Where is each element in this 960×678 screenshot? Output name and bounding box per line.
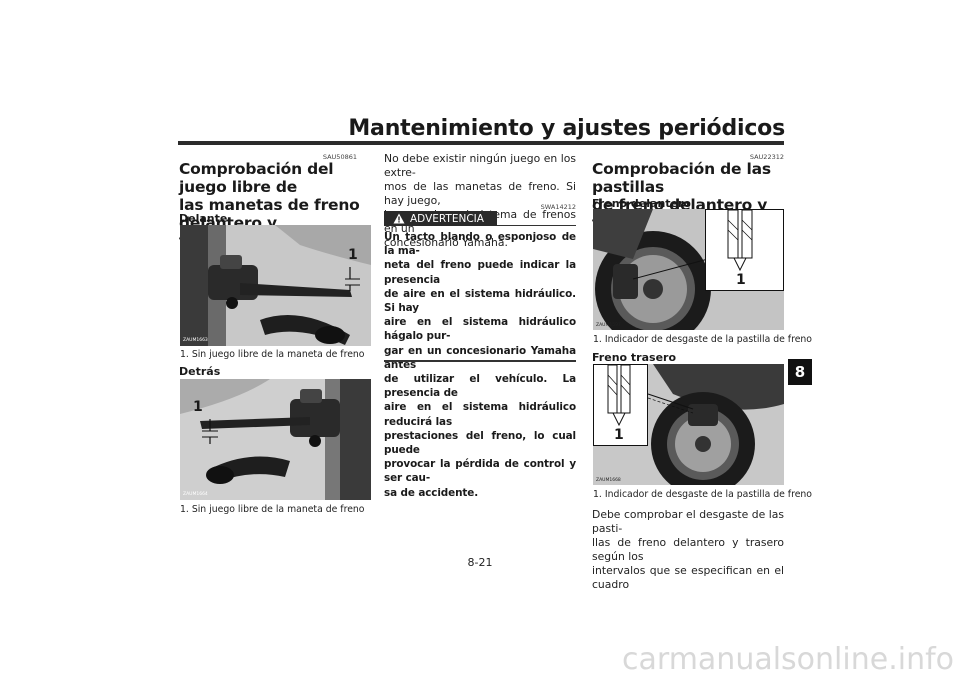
detail-inset: 1 xyxy=(593,364,648,446)
text-line: No debe existir ningún juego en los extr… xyxy=(384,152,576,179)
detail-inset: 1 xyxy=(705,209,784,291)
callout-number: 1 xyxy=(736,272,746,288)
text-line: mos de las manetas de freno. Si hay jueg… xyxy=(384,180,576,207)
callout-number: 1 xyxy=(614,427,624,443)
warning-label: ADVERTENCIA xyxy=(410,212,484,225)
warning-end-rule xyxy=(384,360,576,362)
front-brake-lever-figure: ZAUM1663 1 xyxy=(180,225,371,346)
text-line: concesionario Yamaha. xyxy=(384,236,508,249)
warning-badge: ADVERTENCIA xyxy=(384,211,497,226)
warning-line: gar en un concesionario Yamaha antes xyxy=(384,344,576,371)
rear-brake-lever-figure: ZAUM1664 1 xyxy=(180,379,371,500)
figure-id: ZAUM1663 xyxy=(183,337,208,343)
section-heading: Comprobación del juego libre de las mane… xyxy=(179,160,369,250)
front-brake-label: Freno delantero xyxy=(592,197,691,210)
text-line: llas de freno delantero y trasero según … xyxy=(592,536,784,563)
warning-code: SWA14212 xyxy=(540,203,576,211)
warning-line: Un tacto blando o esponjoso de la ma- xyxy=(384,231,576,258)
warning-line: de utilizar el vehículo. La presencia de xyxy=(384,373,576,400)
heading-line: Comprobación de las pastillas xyxy=(592,160,771,196)
figure-caption: 1. Indicador de desgaste de la pastilla … xyxy=(593,334,812,345)
warning-line: aire en el sistema hidráulico reducirá l… xyxy=(384,401,576,428)
figure-caption: 1. Indicador de desgaste de la pastilla … xyxy=(593,489,812,500)
section-tab[interactable]: 8 xyxy=(788,359,812,385)
svg-text:ZAUM1664: ZAUM1664 xyxy=(183,491,208,497)
svg-text:ZAUM1668: ZAUM1668 xyxy=(596,477,621,483)
page-number: 8-21 xyxy=(467,556,493,569)
warning-line: prestaciones del freno, lo cual puede xyxy=(384,429,576,457)
figure-caption: 1. Sin juego libre de la maneta de freno xyxy=(180,349,365,360)
rear-label: Detrás xyxy=(179,365,221,378)
header-rule xyxy=(178,141,784,145)
rear-brake-label: Freno trasero xyxy=(592,351,677,364)
callout-arrow-icon xyxy=(202,419,218,444)
section-code: SAU22312 xyxy=(749,153,784,161)
callout-arrow-icon xyxy=(345,267,360,291)
watermark: carmanualsonline.info xyxy=(622,642,954,677)
warning-line: sa de accidente. xyxy=(384,486,479,499)
warning-line: aire en el sistema hidráulico hágalo pur… xyxy=(384,316,576,343)
callout-number: 1 xyxy=(193,399,203,415)
text-line: intervalos que se especifican en el cuad… xyxy=(592,564,784,591)
warning-line: de aire en el sistema hidráulico. Si hay xyxy=(384,287,576,315)
warning-line: provocar la pérdida de control y ser cau… xyxy=(384,458,576,485)
section-code: SAU50861 xyxy=(322,153,357,161)
page-title: Mantenimiento y ajustes periódicos xyxy=(348,116,785,141)
warning-text: Un tacto blando o esponjoso de la ma- ne… xyxy=(384,230,576,500)
body-paragraph: Debe comprobar el desgaste de las pasti-… xyxy=(592,508,784,592)
callout-number: 1 xyxy=(348,247,358,263)
text-line: Debe comprobar el desgaste de las pasti- xyxy=(592,508,784,535)
front-label: Delante xyxy=(179,212,228,225)
heading-line: Comprobación del juego libre de xyxy=(179,160,334,196)
warning-rule xyxy=(497,225,576,226)
front-brake-pad-figure: ZAUM1597 1 xyxy=(593,209,784,330)
figure-caption: 1. Sin juego libre de la maneta de freno xyxy=(180,504,365,515)
svg-text:ZAUM1597: ZAUM1597 xyxy=(596,322,621,328)
warning-icon xyxy=(393,213,405,224)
warning-line: neta del freno puede indicar la presenci… xyxy=(384,259,576,286)
rear-brake-pad-figure: ZAUM1668 1 xyxy=(593,364,784,485)
